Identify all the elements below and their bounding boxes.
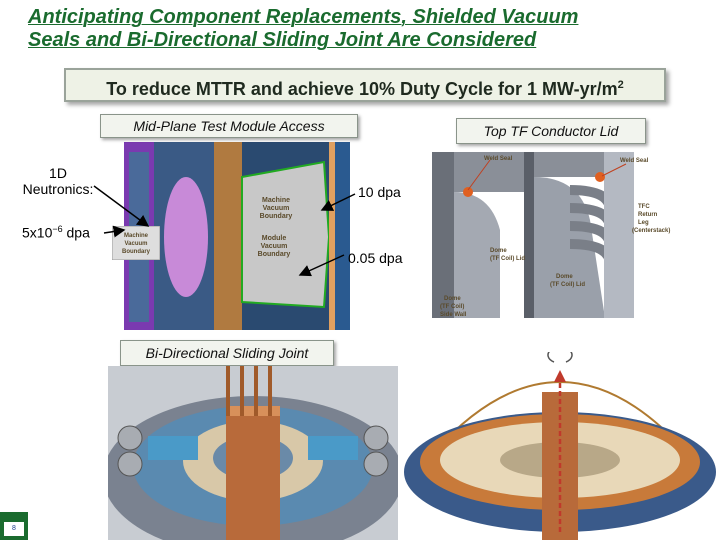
mid-plane-label-text: Mid-Plane Test Module Access xyxy=(133,118,325,134)
mvb1-line3: Boundary xyxy=(260,213,293,220)
modvb-line3: Boundary xyxy=(258,251,291,258)
mvb1-line2: Vacuum xyxy=(263,205,290,212)
dome-lift-illustration xyxy=(404,352,716,540)
mttr-banner: To reduce MTTR and achieve 10% Duty Cycl… xyxy=(64,68,666,102)
arrow-005dpa xyxy=(298,254,345,277)
module-vacuum-label: Module Vacuum Boundary xyxy=(258,235,291,258)
banner-superscript: 2 xyxy=(617,79,624,91)
sliding-joint-figure xyxy=(108,366,398,540)
mvb2-line1: Machine xyxy=(124,233,149,239)
title-line-2: Seals and Bi-Directional Sliding Joint A… xyxy=(28,29,537,51)
arrow-10dpa xyxy=(320,193,356,211)
mid-plane-label: Mid-Plane Test Module Access xyxy=(100,114,358,138)
top-tf-label: Top TF Conductor Lid xyxy=(456,118,646,144)
title-line-1: Anticipating Component Replacements, Shi… xyxy=(28,6,579,28)
neutronics-line-1: 1D xyxy=(49,165,67,181)
top-tf-label-text: Top TF Conductor Lid xyxy=(483,123,619,139)
dpa-005-label: 0.05 dpa xyxy=(348,250,403,266)
top-tf-illustration: Weld Seal Weld Seal TFC Return Leg (Cent… xyxy=(430,150,690,320)
modvb-line2: Vacuum xyxy=(261,243,288,250)
sliding-joint-illustration xyxy=(108,366,398,540)
mvb2-line3: Boundary xyxy=(122,249,151,255)
neutronics-line-2: Neutronics: xyxy=(22,181,94,197)
weld-seal-1: Weld Seal xyxy=(484,156,513,162)
dpa-small-unit: dpa xyxy=(62,224,90,241)
dome-lid-2-line-1: Dome xyxy=(556,274,573,280)
tfc-line-2: Return xyxy=(638,212,658,218)
dpa-small-exponent: −6 xyxy=(52,224,63,234)
arrow-1d-to-module xyxy=(93,185,150,227)
mid-plane-illustration: Machine Vacuum Boundary Module Vacuum Bo… xyxy=(124,142,350,330)
slide-title: Anticipating Component Replacements, Shi… xyxy=(28,6,708,52)
top-tf-figure: Weld Seal Weld Seal TFC Return Leg (Cent… xyxy=(430,150,690,320)
weld-seal-2: Weld Seal xyxy=(620,158,649,164)
dpa-small-base: 5x10 xyxy=(22,224,53,241)
dome-side-line-3: Side Wall xyxy=(440,312,467,318)
dome-lid-2-line-2: (TF Coil) Lid xyxy=(550,282,585,288)
dome-side-line-2: (TF Coil) xyxy=(440,304,464,310)
tfc-line-3: Leg xyxy=(638,220,649,226)
tfc-line-4: (Centerstack) xyxy=(632,228,670,234)
dpa-small-label: 5x10−6 dpa xyxy=(22,224,90,241)
neutronics-label: 1D Neutronics: xyxy=(18,165,98,197)
page-number: 8 xyxy=(4,522,24,536)
banner-text: To reduce MTTR and achieve 10% Duty Cycl… xyxy=(106,79,618,99)
dpa-005-text: 0.05 dpa xyxy=(348,250,403,266)
dome-lid-1-line-2: (TF Coil) Lid xyxy=(490,256,525,262)
sliding-joint-label-text: Bi-Directional Sliding Joint xyxy=(145,345,309,361)
dpa-10-text: 10 dpa xyxy=(358,184,401,200)
sliding-joint-label: Bi-Directional Sliding Joint xyxy=(120,340,334,366)
mvb2-line2: Vacuum xyxy=(124,241,147,247)
dome-side-line-1: Dome xyxy=(444,296,461,302)
tfc-line-1: TFC xyxy=(638,204,650,210)
machine-vacuum-label-1: Machine Vacuum Boundary xyxy=(260,197,293,220)
dome-lift-figure xyxy=(404,352,716,540)
dpa-10-label: 10 dpa xyxy=(358,184,401,200)
mvb1-line1: Machine xyxy=(262,197,290,204)
arrow-5e6-to-box xyxy=(103,225,126,238)
modvb-line1: Module xyxy=(262,235,287,242)
dome-lid-1-line-1: Dome xyxy=(490,248,507,254)
mid-plane-figure: Machine Vacuum Boundary Module Vacuum Bo… xyxy=(124,142,350,330)
